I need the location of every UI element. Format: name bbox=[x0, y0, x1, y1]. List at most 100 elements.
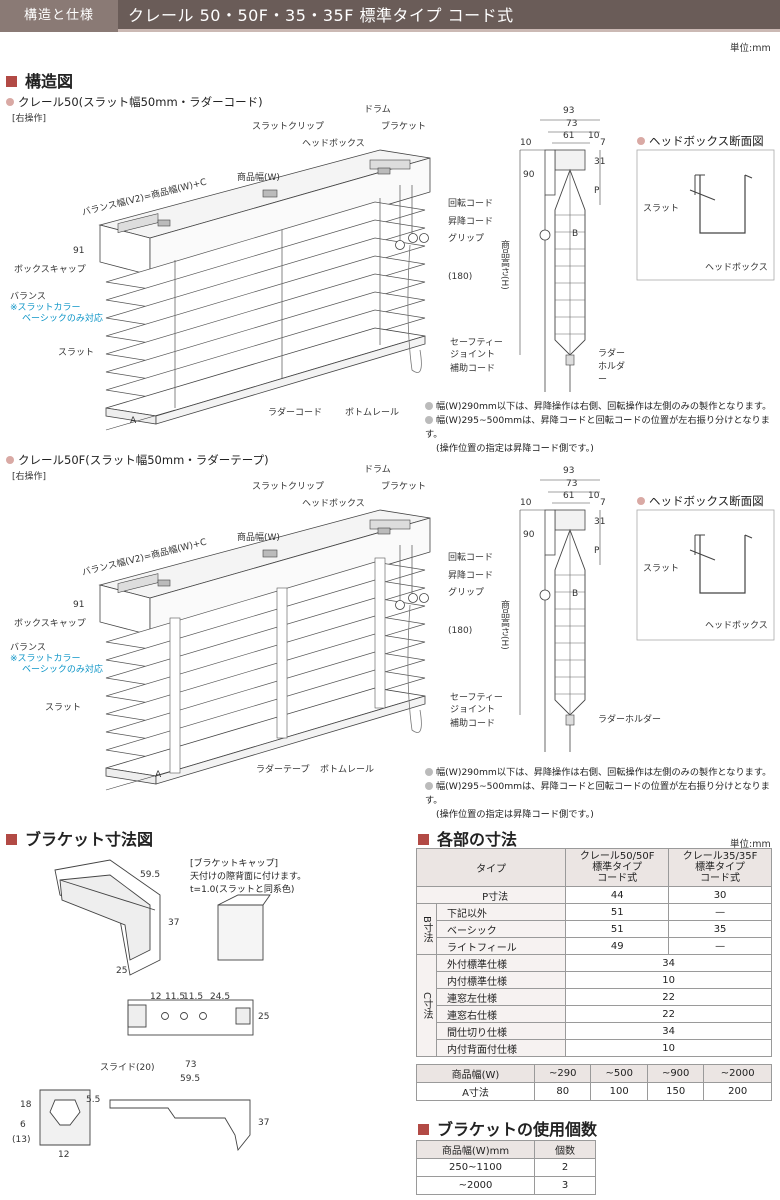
b-13: (13) bbox=[12, 1135, 31, 1145]
a-val: 200 bbox=[703, 1082, 772, 1101]
dims-b-val: — bbox=[668, 903, 772, 921]
side-height: 商品高さ(H) bbox=[499, 240, 509, 290]
side2-93: 93 bbox=[563, 466, 575, 476]
dims-c-val: 34 bbox=[565, 954, 772, 972]
lbl-grip: グリップ bbox=[448, 234, 485, 244]
count-head: 個数 bbox=[534, 1140, 596, 1159]
lbl2-a: A bbox=[155, 770, 162, 780]
dims-unit: 単位:mm bbox=[730, 839, 771, 850]
lbl2-bottomrail: ボトムレール bbox=[320, 765, 375, 775]
fig2-op: [右操作] bbox=[12, 472, 47, 482]
side-10a: 10 bbox=[520, 138, 532, 148]
section-structure: 構造図 bbox=[6, 68, 73, 92]
dims-table: タイプ クレール50/50F 標準タイプ コード式 クレール35/35F 標準タ… bbox=[415, 848, 772, 1057]
dims-b-val: 51 bbox=[565, 903, 670, 921]
side2-90: 90 bbox=[523, 530, 535, 540]
note1-1: 幅(W)290mm以下は、昇降操作は右側、回転操作は左側のみの製作となります。 bbox=[436, 401, 772, 412]
dims-c-row: 外付標準仕様 bbox=[435, 954, 567, 972]
cap-line2: t=1.0(スラットと同系色) bbox=[190, 885, 295, 895]
lbl-drum: ドラム bbox=[364, 105, 391, 115]
lbl2-slat-clip: スラットクリップ bbox=[252, 482, 325, 492]
bracket-cap: [ブラケットキャップ] 天付けの際背面に付けます。 t=1.0(スラットと同系色… bbox=[190, 858, 306, 897]
lbl-rotate: 回転コード bbox=[448, 199, 494, 209]
lbl-headbox: ヘッドボックス bbox=[302, 139, 365, 149]
notes-1: 幅(W)290mm以下は、昇降操作は右側、回転操作は左側のみの製作となります。 … bbox=[425, 400, 780, 456]
b-6: 6 bbox=[20, 1120, 26, 1130]
lbl2-basic: ベーシックのみ対応 bbox=[22, 665, 103, 675]
fig2-title: クレール50F(スラット幅50mm・ラダーテープ) bbox=[6, 452, 269, 468]
lbl-bottomrail: ボトムレール bbox=[345, 408, 400, 418]
sec-slat-2: スラット bbox=[643, 564, 680, 574]
header-tag: 構造と仕様 bbox=[0, 0, 118, 32]
side-b: B bbox=[572, 229, 579, 239]
dims-b-val: 51 bbox=[565, 920, 670, 938]
lbl2-grip: グリップ bbox=[448, 588, 485, 598]
side-90: 90 bbox=[523, 170, 535, 180]
dims-c-val: 22 bbox=[565, 988, 772, 1006]
b-37: 37 bbox=[168, 918, 180, 928]
dims-b-val: — bbox=[668, 937, 772, 955]
lbl2-headbox: ヘッドボックス bbox=[302, 499, 365, 509]
bracket-drawing bbox=[39, 859, 271, 1152]
b-24-5: 24.5 bbox=[210, 992, 231, 1002]
lbl2-lift: 昇降コード bbox=[448, 571, 494, 581]
b-11-5a: 11.5 bbox=[165, 992, 186, 1002]
dims-p-35: 30 bbox=[668, 886, 772, 904]
dims-c-val: 22 bbox=[565, 1005, 772, 1023]
dims-c-val: 34 bbox=[565, 1022, 772, 1040]
dims-b-row: ライトフィール bbox=[435, 937, 567, 955]
dims-head-35: クレール35/35F 標準タイプ コード式 bbox=[668, 848, 772, 887]
dims-head-50: クレール50/50F 標準タイプ コード式 bbox=[565, 848, 670, 887]
lbl2-slat: スラット bbox=[45, 703, 82, 713]
side2-7: 7 bbox=[600, 498, 606, 508]
a-head: ~500 bbox=[590, 1064, 648, 1083]
sec-headbox-2: ヘッドボックス bbox=[705, 621, 768, 631]
dims-c-row: 連窓左仕様 bbox=[435, 988, 567, 1006]
lbl2-joint: ジョイント bbox=[450, 705, 496, 715]
lbl2-drum: ドラム bbox=[364, 465, 391, 475]
a-head: ~900 bbox=[646, 1064, 705, 1083]
b-59-5b: 59.5 bbox=[180, 1074, 201, 1084]
count-range: ~2000 bbox=[416, 1176, 535, 1195]
lbl2-bracket: ブラケット bbox=[381, 482, 427, 492]
fig1-title: クレール50(スラット幅50mm・ラダーコード) bbox=[6, 94, 263, 110]
lbl-slat-clip: スラットクリップ bbox=[252, 122, 325, 132]
lbl-basic: ベーシックのみ対応 bbox=[22, 314, 103, 324]
lbl2-width: 商品幅(W) bbox=[237, 533, 280, 543]
count-val: 3 bbox=[534, 1176, 596, 1195]
notes-2: 幅(W)290mm以下は、昇降操作は右側、回転操作は左側のみの製作となります。 … bbox=[425, 766, 780, 822]
a-table: 商品幅(W) ~290 ~500 ~900 ~2000 A寸法 80 100 1… bbox=[416, 1064, 772, 1101]
b-25b: 25 bbox=[258, 1012, 270, 1022]
b-12b: 12 bbox=[58, 1150, 70, 1160]
section-dims: 各部の寸法 bbox=[418, 826, 517, 850]
lbl2-valance2: バランス bbox=[10, 643, 46, 653]
b-59-5: 59.5 bbox=[140, 870, 161, 880]
cap-title: [ブラケットキャップ] bbox=[190, 859, 279, 869]
side-31: 31 bbox=[594, 157, 606, 167]
lbl2-rotate: 回転コード bbox=[448, 553, 494, 563]
dims-b-row: 下記以外 bbox=[435, 903, 567, 921]
side-p: P bbox=[594, 186, 600, 196]
lbl2-aux: 補助コード bbox=[450, 719, 496, 729]
b-37b: 37 bbox=[258, 1118, 270, 1128]
lbl-180: (180) bbox=[448, 272, 473, 282]
a-head: ~290 bbox=[533, 1064, 592, 1083]
section-bracket: ブラケット寸法図 bbox=[6, 826, 153, 850]
lbl-ladder: ラダーコード bbox=[268, 408, 323, 418]
lbl2-91: 91 bbox=[73, 600, 85, 610]
side-holder: ラダーホルダー bbox=[598, 349, 626, 385]
lbl2-safety: セーフティー bbox=[450, 693, 503, 703]
dims-b-group: B寸法 bbox=[416, 903, 437, 955]
lbl2-boxcap: ボックスキャップ bbox=[14, 619, 86, 629]
note2-1: 幅(W)290mm以下は、昇降操作は右側、回転操作は左側のみの製作となります。 bbox=[436, 767, 772, 778]
a-head: ~2000 bbox=[703, 1064, 772, 1083]
header-title: クレール 50・50F・35・35F 標準タイプ コード式 bbox=[128, 6, 514, 25]
lbl-width: 商品幅(W) bbox=[237, 173, 280, 183]
dims-c-row: 連窓右仕様 bbox=[435, 1005, 567, 1023]
side2-10b: 10 bbox=[588, 491, 600, 501]
b-18: 18 bbox=[20, 1100, 32, 1110]
lbl-valance2: バランス bbox=[10, 292, 46, 302]
side2-p: P bbox=[594, 546, 600, 556]
fig1-op: [右操作] bbox=[12, 114, 47, 124]
